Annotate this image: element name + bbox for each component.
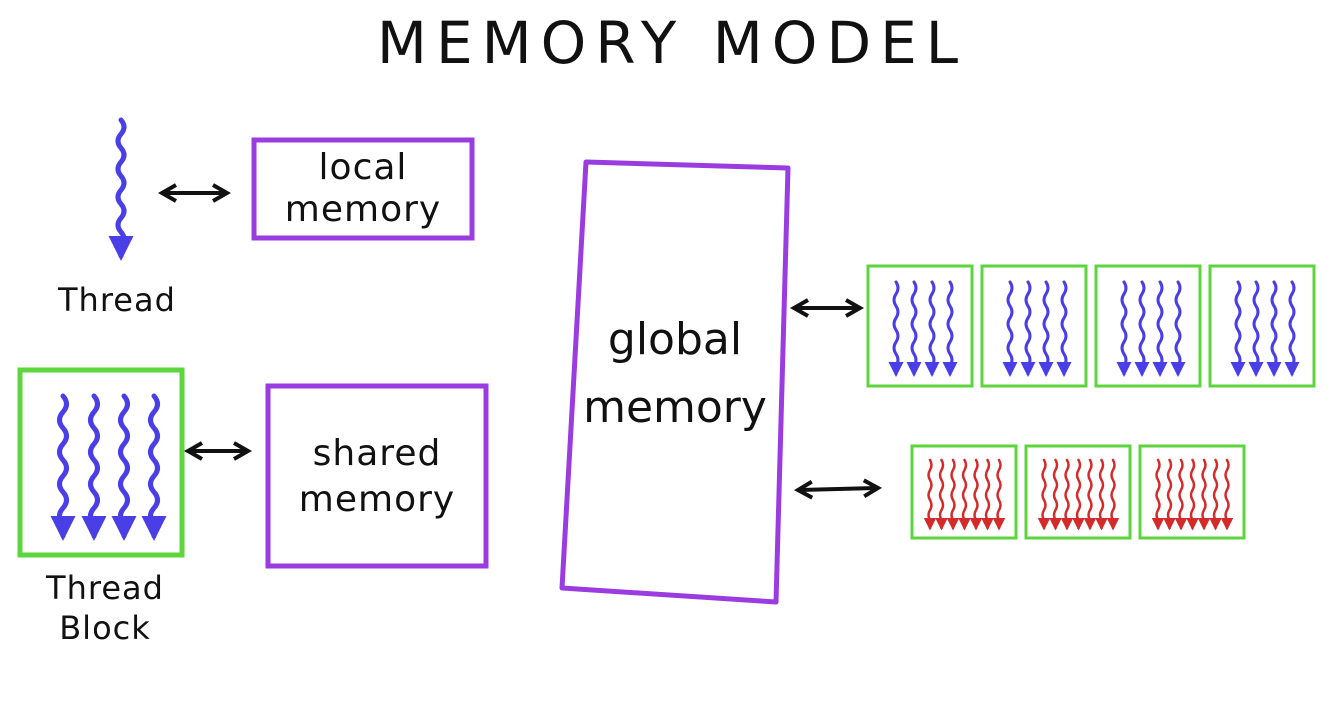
red-grid-thread-icon: [1106, 458, 1120, 531]
red-grid-thread-icon: [1220, 458, 1234, 531]
local-memory-label: local memory: [254, 150, 472, 228]
red-grid-thread-icon: [935, 458, 948, 531]
red-grid-block-box: [910, 444, 1018, 540]
blue-grid-thread-icon: [1248, 280, 1264, 377]
global-memory-label: global memory: [570, 318, 780, 430]
thread-squiggle-icon: [108, 117, 134, 261]
red-grid-thread-icon: [1151, 458, 1165, 531]
blue-grid-thread-icon: [1056, 280, 1072, 377]
thread-block-thread-icon: [50, 393, 76, 541]
thread-block-thread-icon: [111, 393, 137, 541]
blue-grid-thread-icon: [1170, 280, 1186, 377]
red-grid-thread-icon: [1072, 458, 1085, 531]
red-grid-thread-icon: [1186, 458, 1199, 531]
global-memory-label-line2: memory: [583, 382, 767, 433]
red-grid-thread-icon: [1209, 458, 1222, 531]
blue-grid-thread-icon: [888, 280, 904, 377]
thread-block-label: Thread Block: [20, 572, 190, 644]
diagram-title: MEMORY MODEL: [376, 9, 968, 77]
red-grid-thread-icon: [981, 458, 994, 531]
local-memory-label-line1: local: [318, 147, 408, 188]
shared-memory-label-line1: shared: [312, 433, 442, 474]
blue-grid-thread-icon: [1230, 280, 1246, 377]
thread-block-threads: [50, 393, 167, 541]
blue-grid-thread-icon: [1284, 280, 1300, 377]
blue-grid-block-box: [980, 264, 1088, 388]
blue-grid-thread-icon: [1134, 280, 1150, 377]
red-grid-thread-icon: [1037, 458, 1051, 531]
thread-block-label-line1: Thread: [46, 569, 164, 607]
global-red-grid-arrow: [793, 478, 883, 500]
thread-block-box: [17, 367, 185, 558]
red-grid-thread-icon: [1049, 458, 1062, 531]
red-grid-thread-icon: [923, 458, 937, 531]
blue-thread-block-grid: [866, 264, 1316, 388]
blue-grid-thread-icon: [1002, 280, 1018, 377]
red-grid-block-box: [1024, 444, 1132, 540]
blue-grid-thread-icon: [1116, 280, 1132, 377]
blue-grid-thread-icon: [1038, 280, 1054, 377]
thread-block-thread-icon: [141, 393, 167, 541]
red-grid-thread-icon: [1095, 458, 1108, 531]
red-grid-thread-icon: [1163, 458, 1176, 531]
blue-grid-thread-icon: [1020, 280, 1036, 377]
blue-grid-block-box: [1094, 264, 1202, 388]
shared-memory-label-line2: memory: [298, 479, 456, 520]
blue-grid-block-box: [866, 264, 974, 388]
blue-grid-thread-icon: [924, 280, 940, 377]
thread-label: Thread: [58, 281, 176, 319]
shared-memory-box: [265, 383, 489, 569]
red-grid-thread-icon: [969, 458, 983, 531]
red-grid-thread-icon: [946, 458, 960, 531]
red-grid-thread-icon: [1083, 458, 1097, 531]
local-memory-label-line2: memory: [284, 189, 442, 230]
shared-memory-label: shared memory: [268, 436, 486, 518]
red-thread-block-grid: [910, 444, 1246, 540]
thread-block-label-line2: Block: [59, 609, 151, 647]
red-grid-thread-icon: [1174, 458, 1188, 531]
thread-block-thread-icon: [81, 393, 107, 541]
red-grid-thread-icon: [1197, 458, 1211, 531]
local-memory-box: [251, 137, 475, 241]
blue-grid-thread-icon: [1266, 280, 1282, 377]
red-grid-thread-icon: [1060, 458, 1074, 531]
blue-grid-thread-icon: [1152, 280, 1168, 377]
blue-grid-block-box: [1208, 264, 1316, 388]
red-grid-thread-icon: [958, 458, 971, 531]
red-grid-block-box: [1138, 444, 1246, 540]
global-memory-box: [559, 159, 791, 605]
blue-grid-thread-icon: [942, 280, 958, 377]
red-grid-thread-icon: [992, 458, 1006, 531]
global-memory-label-line1: global: [607, 314, 743, 365]
blue-grid-thread-icon: [906, 280, 922, 377]
